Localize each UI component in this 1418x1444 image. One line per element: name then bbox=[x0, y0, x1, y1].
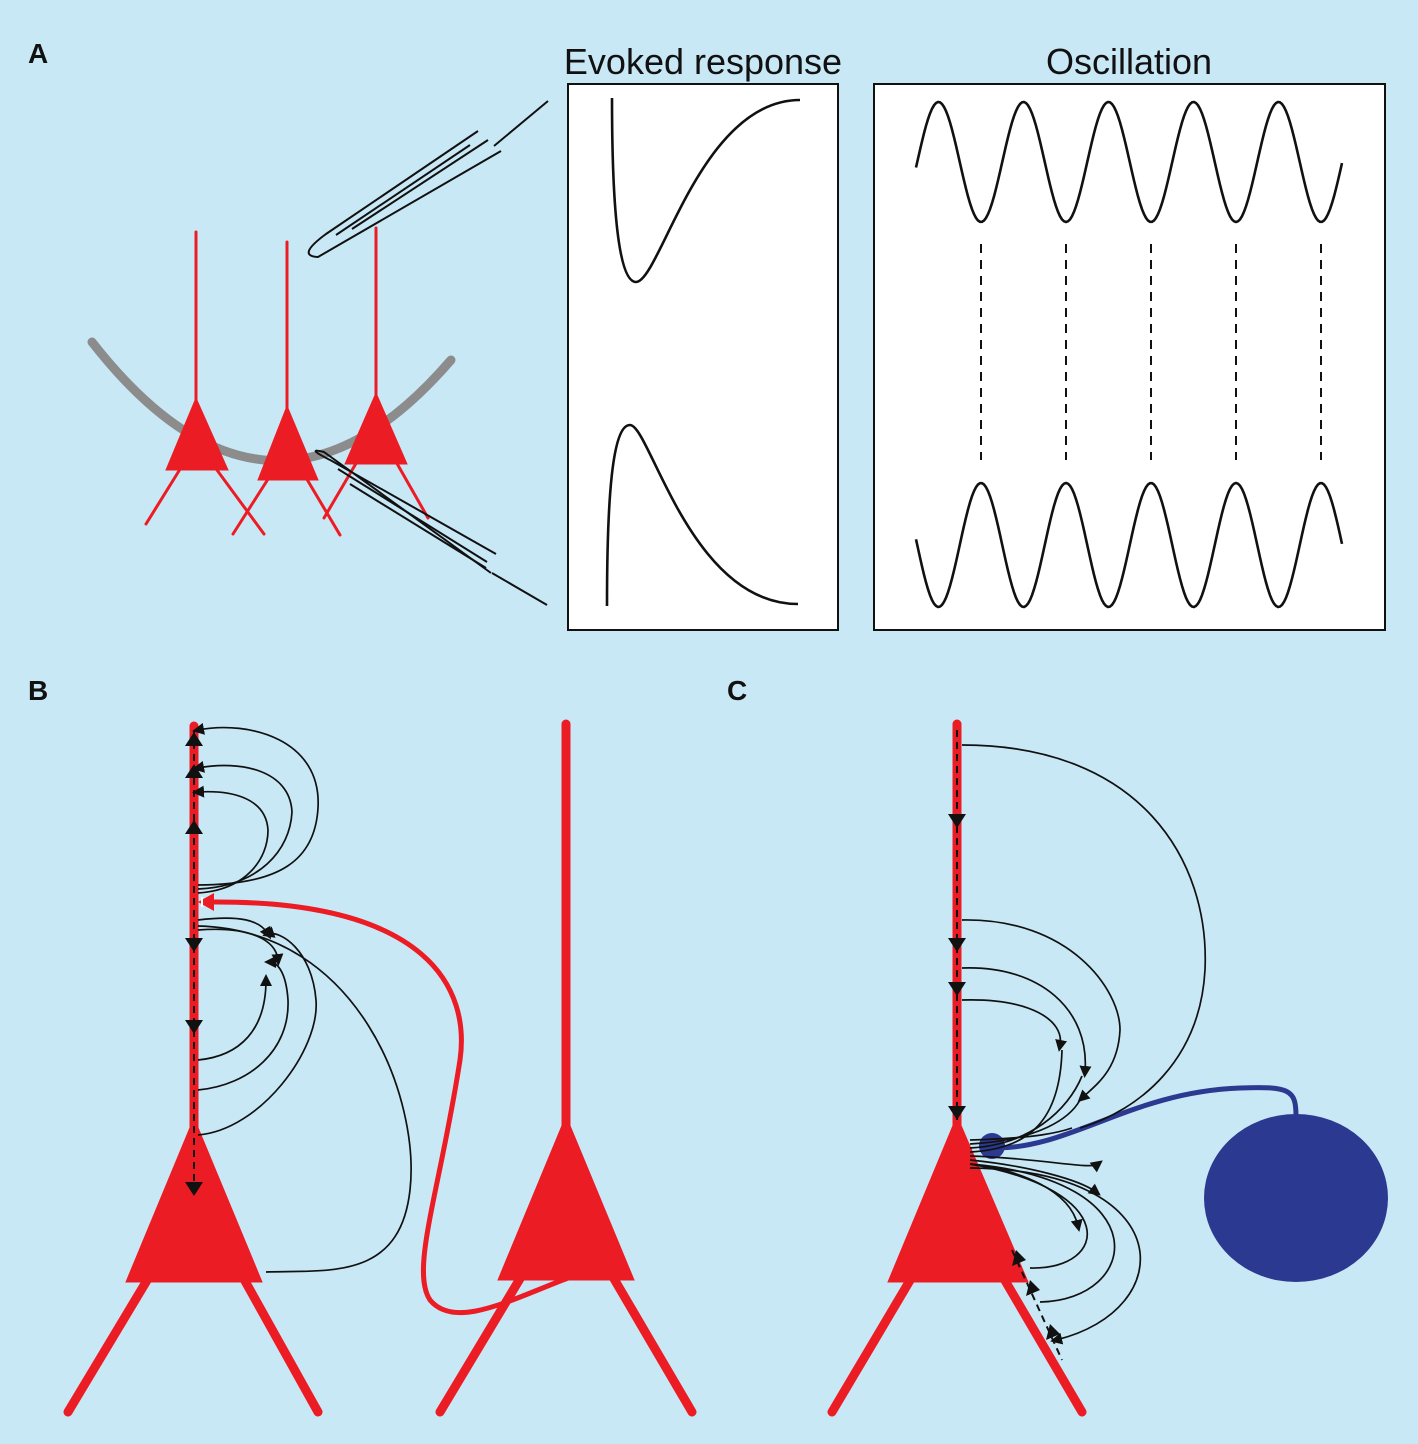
synapse-terminal bbox=[198, 893, 214, 911]
intracellular-current-arrows bbox=[185, 732, 203, 1196]
oscillation-trace-top bbox=[914, 100, 1344, 224]
evoked-response-trace-bottom bbox=[605, 423, 799, 607]
oscillation-title: Oscillation bbox=[1046, 41, 1212, 82]
evoked-response-title: Evoked response bbox=[564, 41, 842, 82]
intracellular-current-arrows bbox=[948, 814, 1060, 1340]
pyramidal-neuron-icon bbox=[435, 719, 697, 1417]
panel-a: A Evoked response Oscillation bbox=[28, 38, 1386, 631]
panel-b: B bbox=[28, 675, 697, 1417]
interneuron-axon bbox=[991, 1085, 1299, 1151]
panel-c: C bbox=[727, 675, 1388, 1417]
panel-b-letter: B bbox=[28, 675, 48, 706]
panel-c-letter: C bbox=[727, 675, 747, 706]
interneuron-icon bbox=[1204, 1114, 1388, 1282]
extracellular-field-lines bbox=[961, 744, 1207, 1345]
electrode-icon bbox=[314, 449, 548, 606]
oscillation-trace-bottom bbox=[914, 481, 1344, 609]
pyramidal-neuron-icon bbox=[322, 226, 430, 520]
panel-a-letter: A bbox=[28, 38, 48, 69]
pyramidal-neuron-icon bbox=[231, 240, 342, 537]
electrode-icon bbox=[307, 100, 549, 259]
extracellular-field-lines bbox=[192, 722, 412, 1273]
evoked-response-trace-top bbox=[610, 97, 801, 284]
phase-alignment-lines bbox=[980, 244, 1322, 460]
axon bbox=[209, 899, 569, 1316]
pyramidal-neuron-icon bbox=[144, 230, 266, 536]
